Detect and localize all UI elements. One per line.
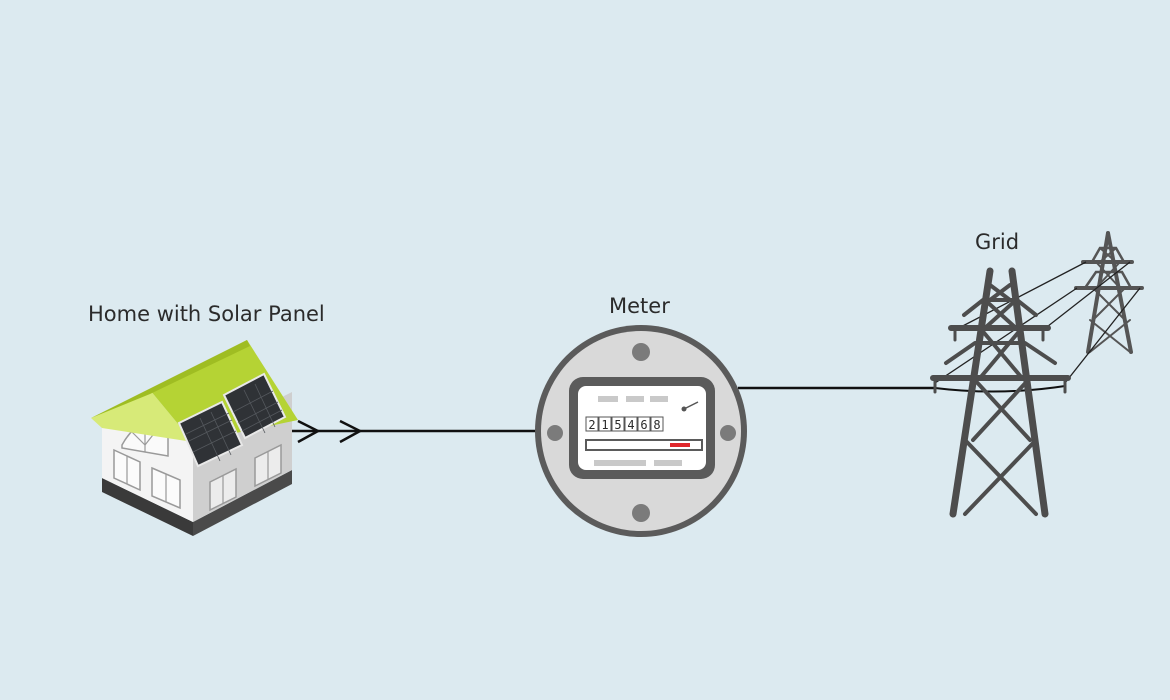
meter-digit: 6	[640, 418, 647, 432]
meter-label: Meter	[609, 294, 670, 318]
meter-indicator	[670, 443, 690, 447]
grid-label: Grid	[975, 230, 1020, 254]
meter-needle-icon	[681, 401, 699, 412]
home-label: Home with Solar Panel	[88, 302, 325, 326]
meter-digit: 4	[627, 418, 634, 432]
electric-meter-icon: 2 1 5 4 6 8	[535, 325, 747, 537]
meter-digit: 2	[588, 418, 595, 432]
power-lines	[934, 261, 1141, 384]
meter-digit: 1	[601, 418, 608, 432]
flow-arrow-icon	[297, 419, 363, 444]
grid-span-wire	[934, 385, 1066, 393]
house-with-solar-panel-icon	[91, 340, 298, 536]
meter-digit: 5	[614, 418, 621, 432]
meter-reading: 2 1 5 4 6 8	[585, 416, 664, 432]
solar-panel-icon	[177, 372, 287, 468]
meter-digit: 8	[653, 418, 660, 432]
transmission-tower-icon	[930, 267, 1071, 518]
transmission-tower-icon	[1074, 231, 1144, 354]
